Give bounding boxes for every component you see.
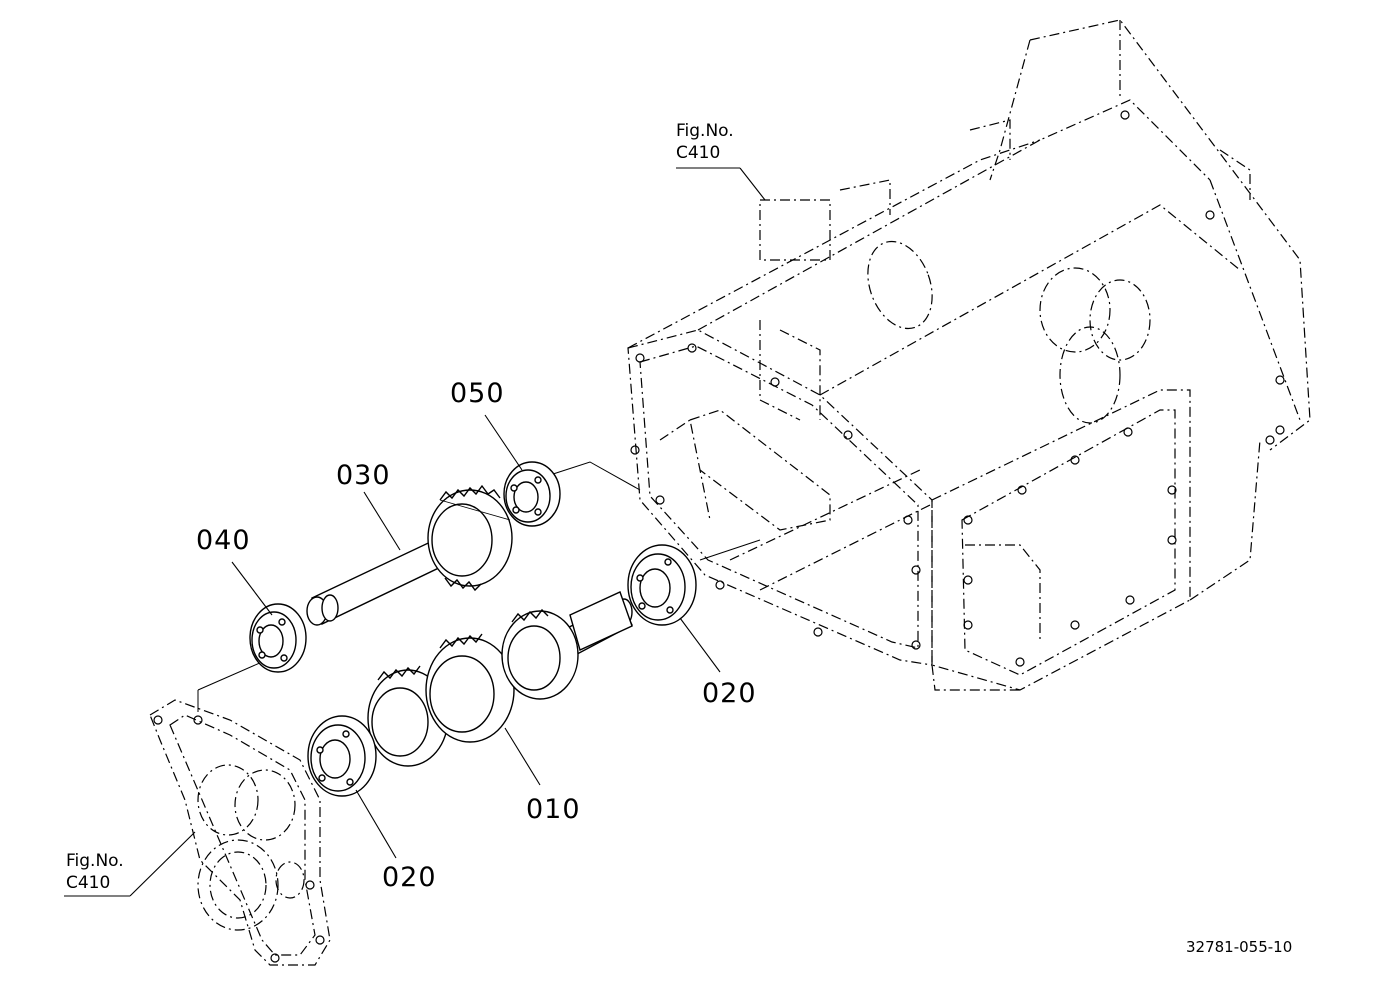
leader-lines bbox=[64, 167, 766, 897]
part-label-020-front[interactable]: 020 bbox=[382, 862, 437, 893]
transmission-case bbox=[627, 19, 1311, 691]
figure-ref-left[interactable]: Fig.No. C410 bbox=[66, 850, 124, 894]
part-label-020-rear[interactable]: 020 bbox=[702, 678, 757, 709]
figure-ref-right-line1: Fig.No. bbox=[676, 121, 734, 141]
part-label-030[interactable]: 030 bbox=[336, 460, 391, 491]
figure-ref-left-line2: C410 bbox=[66, 873, 111, 893]
figure-ref-left-line1: Fig.No. bbox=[66, 851, 124, 871]
bearing-020-rear bbox=[627, 544, 697, 626]
part-label-040[interactable]: 040 bbox=[196, 525, 251, 556]
bearing-020-front bbox=[307, 715, 377, 797]
countershaft-030 bbox=[306, 484, 513, 626]
part-label-010[interactable]: 010 bbox=[526, 794, 581, 825]
part-label-050[interactable]: 050 bbox=[450, 378, 505, 409]
assembly-centerlines bbox=[197, 461, 761, 712]
bearing-040 bbox=[249, 603, 307, 673]
figure-ref-right[interactable]: Fig.No. C410 bbox=[676, 120, 734, 164]
drawing-code: 32781-055-10 bbox=[1186, 938, 1293, 956]
mainshaft-010 bbox=[367, 591, 633, 767]
cover-bolt-holes bbox=[153, 715, 325, 963]
figure-ref-right-line2: C410 bbox=[676, 143, 721, 163]
bearing-050 bbox=[503, 461, 561, 527]
case-bolt-holes bbox=[630, 110, 1285, 667]
front-cover bbox=[149, 699, 331, 966]
